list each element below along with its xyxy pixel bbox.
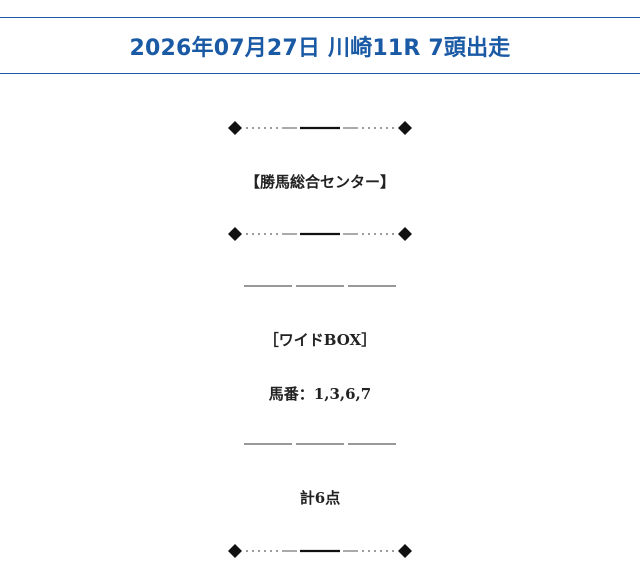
line-divider-upper [0,284,640,288]
horse-numbers: 馬番：1,3,6,7 [268,385,372,403]
bet-type-label: ［ワイドBOX］ [263,331,377,349]
triple-line-divider-icon [244,443,396,445]
ornament-divider-bottom [0,543,640,559]
source-label: 【勝馬総合センター】 [244,173,395,191]
ornament-divider-top [0,120,640,136]
diamond-ornament-icon [228,121,412,135]
diamond-ornament-icon [228,544,412,558]
page-title: 2026年07月27日 川崎11R 7頭出走 [129,35,511,61]
triple-line-divider-icon [244,285,396,287]
diamond-ornament-icon [228,227,412,241]
ornament-divider-middle [0,226,640,242]
total-points: 計6点 [299,489,341,507]
header-bar: 2026年07月27日 川崎11R 7頭出走 [0,17,640,74]
line-divider-lower [0,442,640,446]
